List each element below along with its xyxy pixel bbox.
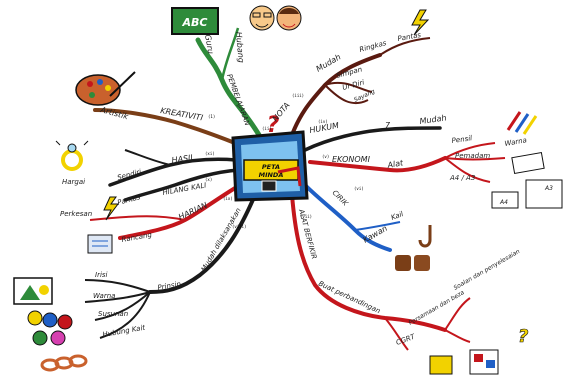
paint-palette-icon	[75, 71, 136, 106]
label-a4a3: A4 / A3	[449, 174, 475, 182]
label-mudah-dilaksanakan: Mudah dilaksanakan	[200, 207, 243, 273]
label-pemadam: Pemadam	[455, 152, 490, 160]
question-icon: ?	[518, 326, 528, 347]
center-title-line1: PETA	[262, 163, 280, 171]
branch-hasil	[108, 157, 238, 187]
num-kreativiti: (1)	[208, 114, 215, 119]
label-hargai: Hargai	[62, 178, 85, 186]
shapes-icon	[13, 277, 499, 375]
hand-icon	[277, 166, 302, 187]
chalkboard-icon: ABC	[171, 7, 219, 35]
question-mark: ?	[267, 113, 280, 138]
num-hukum: (iv)	[318, 119, 328, 124]
label-soalan: Soalan dan penyelesaian	[453, 248, 522, 292]
branch-alat-berfikir	[290, 193, 447, 332]
label-warna-ekonomi: Warna	[504, 136, 527, 148]
num-mudah-dilaksanakan: (viii)	[232, 224, 246, 229]
label-perkesan: Perkesan	[60, 210, 92, 218]
label-hukum-mudah: Mudah	[419, 113, 447, 126]
label-susunan: Susunan	[98, 310, 128, 318]
center-title-line2: MINDA	[259, 171, 284, 179]
branch-kreativiti	[93, 108, 242, 147]
label-persamaan: Persamaan dan beza	[408, 289, 466, 327]
branch-hukum	[303, 126, 442, 152]
num-ekonomi: (v)	[322, 154, 329, 159]
label-hubang: Hubang	[234, 31, 246, 63]
branch-mudah-dilaksanakan	[148, 193, 257, 294]
label-kail: Kail	[390, 210, 405, 222]
label-simpan: Simpan	[335, 65, 363, 80]
fishhook-icon	[418, 225, 432, 248]
label-cirik: CIRIK	[331, 189, 351, 209]
num-hasil: (xi)	[205, 151, 215, 156]
label-ringkas: Ringkas	[358, 39, 387, 54]
label-pensil: Pensil	[451, 134, 472, 145]
label-hasil: HASIL	[171, 153, 195, 165]
num-pembelajaran: (ii)	[262, 126, 272, 131]
label-pantas-hilang: Pantas	[116, 193, 141, 207]
branch-pembelajaran	[195, 37, 265, 143]
lightning-icon	[411, 9, 430, 36]
label-irisi: Irisi	[95, 271, 108, 279]
label-hukum-seven: 7	[385, 121, 391, 130]
label-warna-prinsip: Warna	[93, 292, 115, 300]
chain-icon	[40, 354, 88, 372]
eraser-icon	[511, 151, 545, 175]
paper-a3-label: A3	[544, 185, 553, 192]
label-guru: Guru	[203, 34, 215, 55]
label-nota: NOTA	[271, 101, 292, 124]
num-alat-berfikir: (vii)	[300, 214, 312, 219]
checklist-icon	[87, 234, 113, 254]
two-faces-icon	[249, 5, 302, 31]
branch-cirik	[303, 183, 392, 252]
label-ekonomi: EKONOMI	[332, 155, 371, 164]
ring-icon	[55, 140, 89, 171]
central-image: ? PETA MINDA	[231, 113, 309, 202]
lightning-icon	[103, 196, 119, 221]
num-harian: (ix)	[223, 196, 233, 201]
branch-ekonomi	[308, 156, 447, 173]
label-alat: Alat	[386, 158, 405, 170]
chalkboard-text: ABC	[182, 16, 208, 29]
paper-icon: A4 A3	[491, 179, 563, 209]
num-hilang-kali: (x)	[205, 177, 212, 182]
label-hilang-kali: HILANG KALI	[162, 181, 207, 197]
label-rancang: Rancang	[121, 231, 153, 244]
paper-a4-label: A4	[499, 199, 508, 206]
num-cirik: (vi)	[354, 186, 364, 191]
branch-hilang-kali	[123, 168, 240, 202]
label-harian: HARIAN	[177, 201, 209, 222]
camera-icon	[261, 180, 277, 192]
num-nota: (iii)	[292, 93, 304, 98]
label-ur-diri: Ur Diri	[341, 78, 365, 92]
label-artistik: Artistik	[99, 105, 130, 121]
branch-hubang	[220, 27, 240, 81]
friends-icon	[395, 255, 430, 271]
label-pembelajaran: PEMBELAJARAN	[225, 73, 251, 128]
pencils-icon	[506, 111, 538, 135]
colored-dots-icon	[27, 310, 73, 346]
